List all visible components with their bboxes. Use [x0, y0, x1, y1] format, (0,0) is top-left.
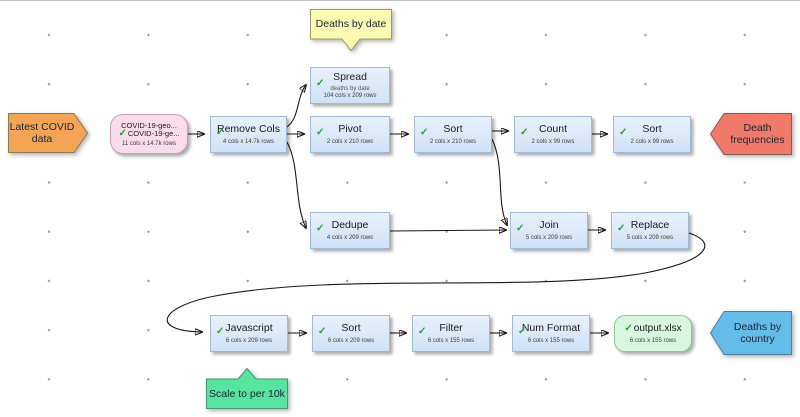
check-icon: ✓: [518, 325, 527, 337]
comment-deaths-by-date[interactable]: Deaths by date: [310, 9, 392, 51]
node-sort-2[interactable]: ✓ Sort 2 cols x 99 rows: [613, 116, 691, 153]
node-stats: 6 cols x 155 rows: [427, 338, 475, 344]
node-remove-cols[interactable]: ✓ Remove Cols 4 cols x 14.7k rows: [210, 116, 287, 153]
node-title: Num Format: [521, 322, 581, 334]
edge-sort1-to-join: [491, 138, 507, 225]
node-sort-3[interactable]: ✓ Sort 6 cols x 209 rows: [312, 315, 390, 352]
node-stats: 5 cols x 209 rows: [525, 235, 573, 241]
node-title: Remove Cols: [216, 123, 281, 135]
node-filter[interactable]: ✓ Filter 6 cols x 155 rows: [412, 315, 490, 352]
check-icon: ✓: [216, 325, 225, 337]
source-file-line2: ✓COVID-19-ge...: [118, 127, 180, 139]
check-icon: ✓: [216, 126, 225, 138]
node-stats: 2 cols x 210 rows: [429, 139, 477, 145]
check-icon: ✓: [420, 126, 429, 138]
node-title: Join: [539, 219, 559, 231]
edge-dedupe-to-join: [389, 230, 506, 231]
node-note: deaths by date: [330, 86, 370, 92]
comment-label: Death frequencies: [730, 122, 785, 146]
edge-remove-cols-to-spread: [286, 85, 306, 128]
node-stats: 11 cols x 14.7k rows: [122, 140, 176, 147]
node-stats: 5 cols x 209 rows: [626, 235, 674, 241]
node-source-covid-19-geo[interactable]: COVID-19-geo... ✓COVID-19-ge... 11 cols …: [110, 114, 188, 154]
node-stats: 4 cols x 209 rows: [326, 235, 374, 241]
node-stats: 6 cols x 209 rows: [225, 338, 273, 344]
note-up-shape-icon: [206, 368, 288, 409]
comment-label: Scale to per 10k: [209, 388, 285, 400]
comment-label: Deaths by country: [733, 321, 782, 345]
edge-remove-cols-to-dedupe: [286, 141, 306, 228]
check-icon: ✓: [418, 325, 427, 337]
comment-scale-to-per-10k[interactable]: Scale to per 10k: [206, 368, 288, 409]
node-dedupe[interactable]: ✓ Dedupe 4 cols x 209 rows: [310, 212, 390, 249]
check-icon: ✓: [316, 222, 325, 234]
note-down-shape-icon: [310, 9, 392, 51]
comment-label: Deaths by date: [315, 18, 387, 30]
node-sort-1[interactable]: ✓ Sort 2 cols x 210 rows: [414, 116, 492, 153]
node-stats: 6 cols x 155 rows: [527, 338, 575, 344]
check-icon: ✓: [617, 222, 626, 234]
node-stats: 2 cols x 210 rows: [326, 139, 374, 145]
check-icon: ✓: [520, 126, 529, 138]
comment-latest-covid-data[interactable]: Latest COVID data: [8, 113, 88, 153]
node-spread[interactable]: ✓ Spread deaths by date 104 cols x 209 r…: [310, 67, 390, 104]
node-count[interactable]: ✓ Count 2 cols x 99 rows: [514, 116, 592, 153]
check-icon: ✓: [516, 222, 525, 234]
arrow-left-shape-icon: [710, 311, 792, 355]
node-title: Spread: [333, 71, 367, 83]
comment-label: Latest COVID data: [9, 121, 75, 145]
check-icon: ✓: [118, 127, 127, 139]
node-title: Sort: [341, 322, 361, 334]
node-title: Sort: [642, 123, 662, 135]
node-stats: 6 cols x 155 rows: [629, 338, 677, 344]
arrow-left-shape-icon: [710, 113, 792, 155]
node-replace[interactable]: ✓ Replace 5 cols x 209 rows: [611, 212, 689, 249]
node-stats: 4 cols x 14.7k rows: [222, 139, 275, 145]
node-title: Pivot: [338, 123, 362, 135]
node-stats: 2 cols x 99 rows: [630, 139, 674, 145]
comment-death-frequencies[interactable]: Death frequencies: [710, 113, 792, 155]
node-title: Count: [538, 123, 568, 135]
node-javascript[interactable]: ✓ Javascript 6 cols x 209 rows: [210, 315, 288, 352]
check-icon: ✓: [316, 126, 325, 138]
node-title: Javascript: [225, 322, 273, 334]
node-title: Replace: [630, 219, 670, 231]
node-pivot[interactable]: ✓ Pivot 2 cols x 210 rows: [310, 116, 390, 153]
node-stats: 6 cols x 209 rows: [327, 338, 375, 344]
node-title: Dedupe: [331, 219, 369, 231]
node-title: Filter: [439, 322, 463, 334]
node-title: ✓output.xlsx: [624, 323, 682, 334]
comment-deaths-by-country[interactable]: Deaths by country: [710, 311, 792, 355]
node-stats: 104 cols x 209 rows: [323, 93, 377, 99]
check-icon: ✓: [318, 325, 327, 337]
check-icon: ✓: [624, 323, 633, 334]
node-join[interactable]: ✓ Join 5 cols x 209 rows: [510, 212, 588, 249]
check-icon: ✓: [316, 77, 325, 89]
node-title: Sort: [443, 123, 463, 135]
source-file-line1: COVID-19-geo...: [121, 120, 177, 130]
node-num-format[interactable]: ✓ Num Format 6 cols x 155 rows: [512, 315, 590, 352]
node-stats: 2 cols x 99 rows: [531, 139, 575, 145]
arrow-right-shape-icon: [8, 113, 88, 153]
check-icon: ✓: [619, 126, 628, 138]
node-output-xlsx[interactable]: ✓output.xlsx 6 cols x 155 rows: [614, 315, 692, 352]
